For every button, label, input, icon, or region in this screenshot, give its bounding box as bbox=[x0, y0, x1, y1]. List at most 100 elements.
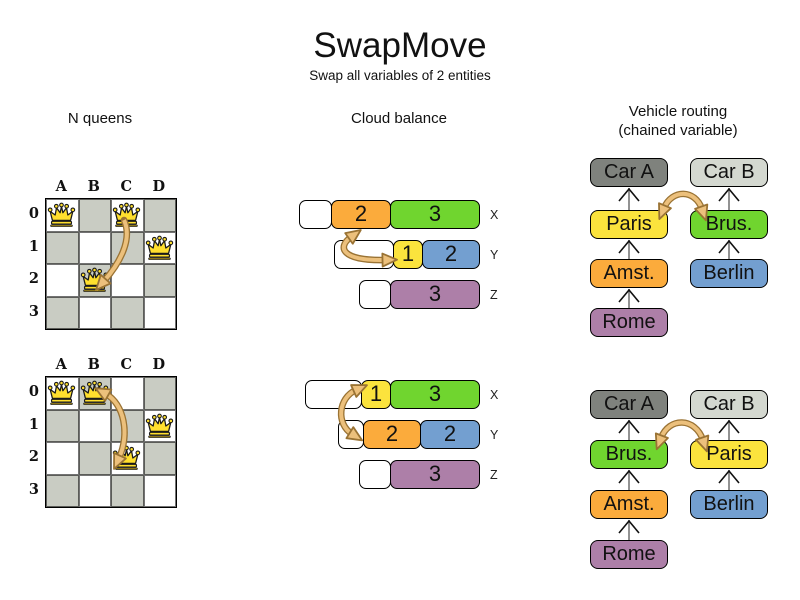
cloud-process-block: 3 bbox=[390, 280, 480, 309]
chain-box-car-b-before: Car B bbox=[690, 158, 768, 187]
queen-icon bbox=[47, 202, 76, 227]
figure-subtitle: Swap all variables of 2 entities bbox=[309, 68, 491, 83]
board-cell-D0 bbox=[143, 199, 176, 232]
queen-D1 bbox=[145, 413, 174, 439]
cloud-balance-heading: Cloud balance bbox=[351, 110, 447, 127]
board-cell-B2 bbox=[78, 442, 111, 475]
board-cell-B1 bbox=[78, 231, 111, 264]
chain-box-brus-after: Brus. bbox=[590, 440, 668, 469]
queen-icon bbox=[47, 380, 76, 405]
cloud-process-block: 1 bbox=[361, 380, 391, 409]
board-cell-B0 bbox=[78, 199, 111, 232]
board-cell-B3 bbox=[78, 474, 111, 507]
cloud-process-block: 3 bbox=[390, 200, 480, 229]
board-cell-D3 bbox=[143, 296, 176, 329]
queen-B0 bbox=[80, 380, 109, 406]
chain-arrowhead-up-icon bbox=[718, 187, 740, 202]
chain-box-rome-after: Rome bbox=[590, 540, 668, 569]
figure-title: SwapMove bbox=[313, 26, 487, 65]
queen-icon bbox=[145, 413, 173, 438]
chain-box-car-a-after: Car A bbox=[590, 390, 668, 419]
chain-box-paris-after: Paris bbox=[690, 440, 768, 469]
chain-box-berlin-before: Berlin bbox=[690, 259, 768, 288]
board-cell-B1 bbox=[78, 409, 111, 442]
chain-box-berlin-after: Berlin bbox=[690, 490, 768, 519]
chain-arrowhead-up-icon bbox=[618, 239, 640, 254]
board-row-label: 3 bbox=[28, 302, 39, 320]
process-value: 3 bbox=[428, 461, 442, 486]
process-value: 1 bbox=[401, 241, 415, 266]
board-cell-C3 bbox=[111, 296, 144, 329]
chain-arrowhead-up-icon bbox=[618, 519, 640, 534]
board-cell-D2 bbox=[143, 442, 176, 475]
board-col-label: D bbox=[152, 178, 166, 195]
process-value: 1 bbox=[369, 381, 383, 406]
queen-D1 bbox=[145, 235, 174, 261]
queen-A0 bbox=[47, 380, 76, 406]
queen-icon bbox=[80, 380, 108, 405]
queen-A0 bbox=[47, 202, 76, 228]
vehicle-swap-arrow-after bbox=[654, 420, 710, 453]
board-cell-C2 bbox=[111, 264, 144, 297]
computer-bar-Z-after: 3 bbox=[359, 460, 480, 489]
board-cell-B3 bbox=[78, 296, 111, 329]
cloud-process-block: 3 bbox=[390, 460, 480, 489]
computer-label-Z: Z bbox=[490, 468, 498, 482]
queen-C0 bbox=[112, 202, 141, 228]
nqueens-heading: N queens bbox=[67, 110, 133, 127]
cloud-empty-capacity bbox=[338, 420, 364, 449]
chain-arrowhead-up-icon bbox=[618, 469, 640, 484]
vehicle-routing-heading-line2: (chained variable) bbox=[618, 121, 738, 139]
board-row-label: 0 bbox=[28, 383, 39, 400]
board-row-label: 1 bbox=[28, 415, 39, 433]
computer-label-Y: Y bbox=[490, 248, 499, 262]
cloud-process-block: 3 bbox=[390, 380, 480, 409]
board-row-label: 0 bbox=[28, 205, 39, 222]
process-value: 2 bbox=[443, 421, 457, 446]
chain-box-car-a-before: Car A bbox=[590, 158, 668, 187]
computer-label-Z: Z bbox=[490, 288, 498, 302]
board-row-label: 2 bbox=[28, 448, 39, 465]
queen-B2 bbox=[80, 267, 109, 293]
board-row-label: 2 bbox=[28, 270, 39, 287]
process-value: 2 bbox=[385, 421, 399, 446]
board-cell-D2 bbox=[143, 264, 176, 297]
board-col-label: C bbox=[120, 356, 133, 373]
board-row-label: 3 bbox=[28, 480, 39, 498]
queen-icon bbox=[145, 235, 173, 260]
board-cell-C0 bbox=[111, 377, 144, 410]
vehicle-routing-heading: Vehicle routing (chained variable) bbox=[618, 103, 737, 140]
computer-bar-Z-before: 3 bbox=[359, 280, 480, 309]
cloud-process-block: 2 bbox=[363, 420, 421, 449]
board-col-label: C bbox=[120, 178, 133, 195]
queen-icon bbox=[112, 202, 141, 227]
board-col-label: B bbox=[87, 178, 100, 195]
vehicle-swap-arrow-before-outline bbox=[660, 190, 706, 213]
chain-box-brus-before: Brus. bbox=[690, 210, 768, 239]
process-value: 3 bbox=[428, 381, 442, 406]
chain-box-rome-before: Rome bbox=[590, 308, 668, 337]
cloud-process-block: 2 bbox=[420, 420, 480, 449]
process-value: 2 bbox=[354, 201, 368, 226]
queen-icon bbox=[80, 267, 108, 292]
board-cell-A1 bbox=[46, 409, 79, 442]
board-cell-C1 bbox=[111, 409, 144, 442]
queen-icon bbox=[112, 445, 141, 470]
chain-arrowhead-up-icon bbox=[618, 419, 640, 434]
board-col-label: A bbox=[55, 178, 67, 195]
computer-label-X: X bbox=[490, 208, 499, 222]
board-cell-A2 bbox=[46, 442, 79, 475]
board-col-label: D bbox=[152, 356, 166, 373]
chain-box-paris-before: Paris bbox=[590, 210, 668, 239]
computer-label-X: X bbox=[490, 388, 499, 402]
cloud-empty-capacity bbox=[334, 240, 394, 269]
vehicle-swap-arrow-before bbox=[658, 192, 709, 222]
chain-arrowhead-up-icon bbox=[718, 469, 740, 484]
chain-box-car-b-after: Car B bbox=[690, 390, 768, 419]
chain-box-amst-after: Amst. bbox=[590, 490, 668, 519]
chain-arrowhead-up-icon bbox=[618, 288, 640, 303]
board-cell-C3 bbox=[111, 474, 144, 507]
